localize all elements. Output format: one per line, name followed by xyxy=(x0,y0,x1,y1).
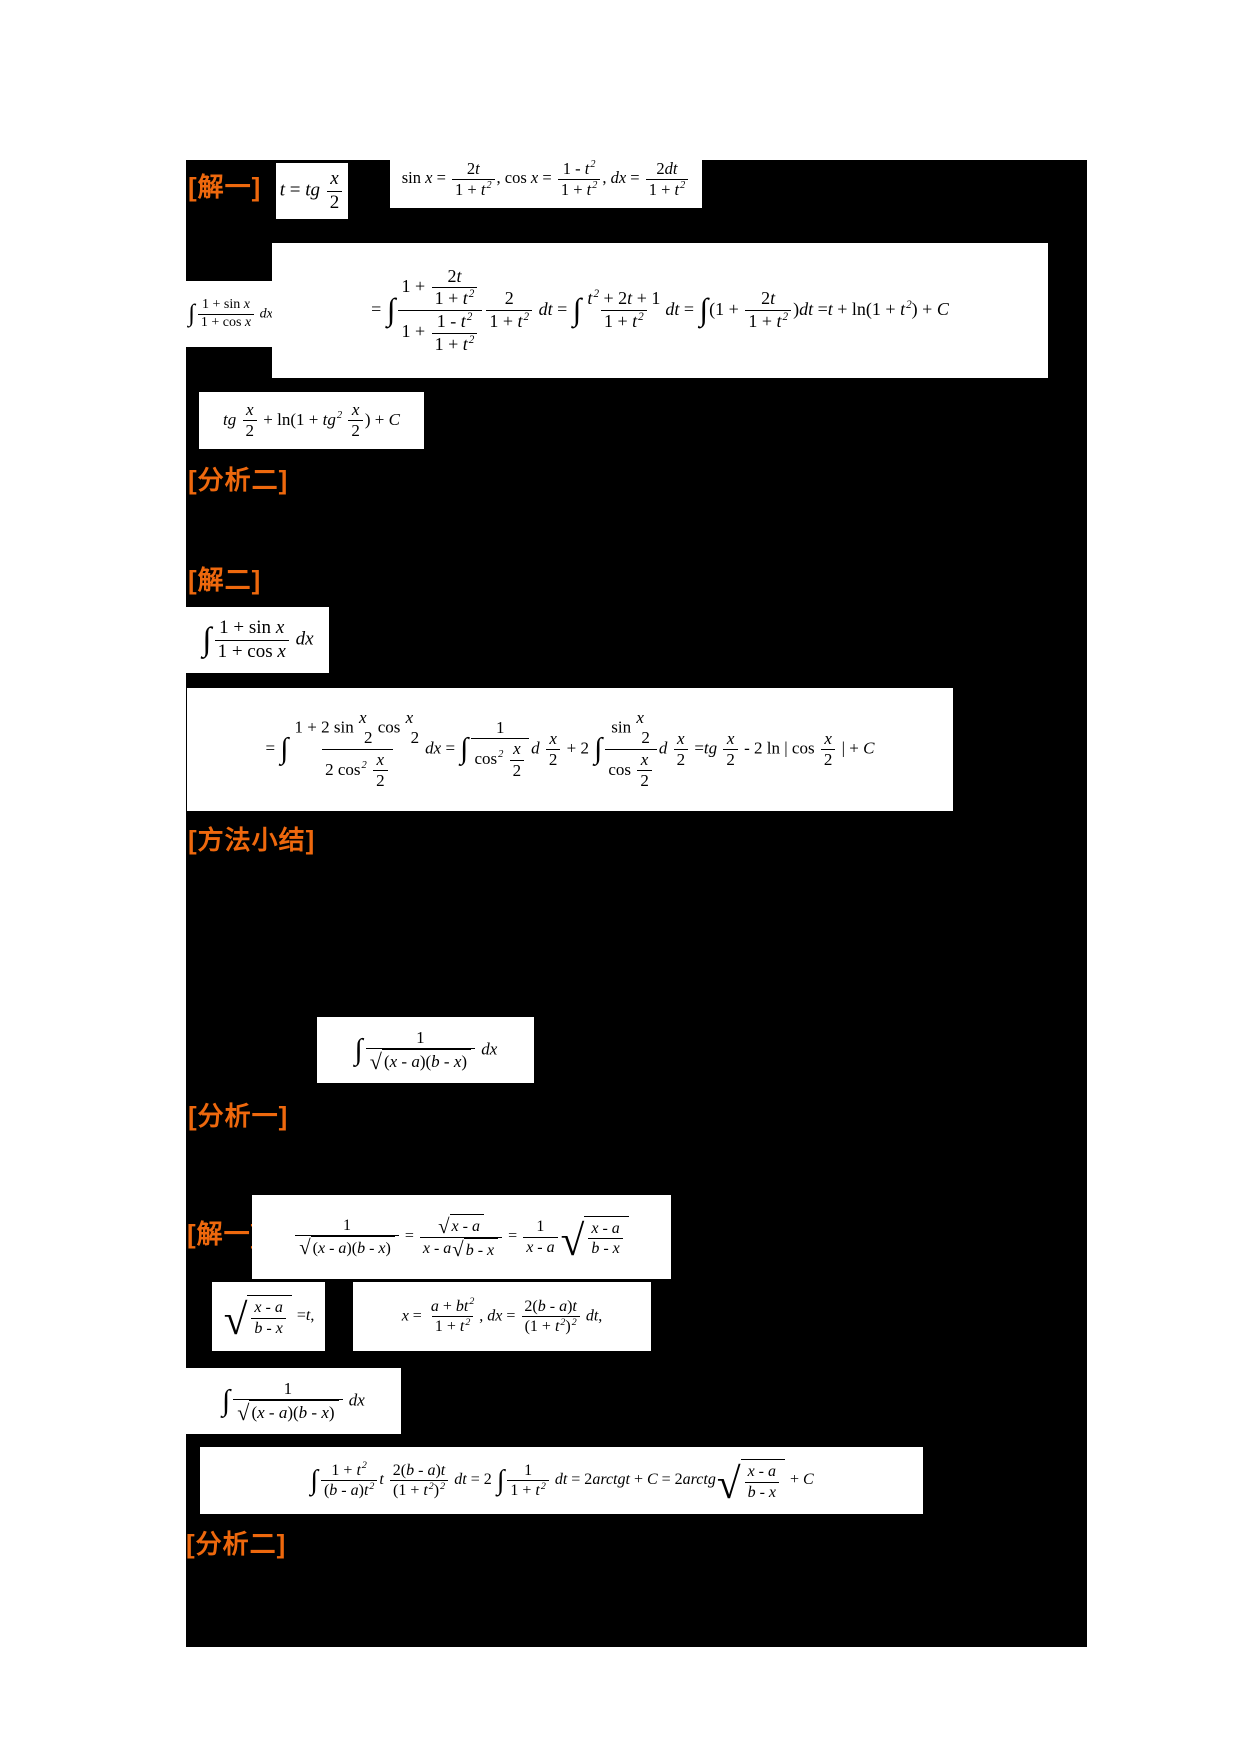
label-solution-2: [解二] xyxy=(188,565,262,595)
formula-problem-integral: ∫1√(x - a)(b - x) dx xyxy=(354,1027,498,1075)
label-analysis-2: [分析二] xyxy=(188,465,289,495)
label-solution-1b: [解一] xyxy=(187,1219,261,1249)
label-analysis-2b: [分析二] xyxy=(186,1529,287,1559)
formula-box-integral-restate: ∫1√(x - a)(b - x) dx xyxy=(185,1368,401,1434)
formula-box-problem-integral: ∫1√(x - a)(b - x) dx xyxy=(317,1017,534,1083)
label-analysis-1: [分析一] xyxy=(188,1101,289,1131)
label-method-summary: [方法小结] xyxy=(188,825,316,855)
formula-integral-restate: ∫1√(x - a)(b - x) dx xyxy=(222,1378,365,1426)
label-solution-1: [解一] xyxy=(188,172,262,202)
